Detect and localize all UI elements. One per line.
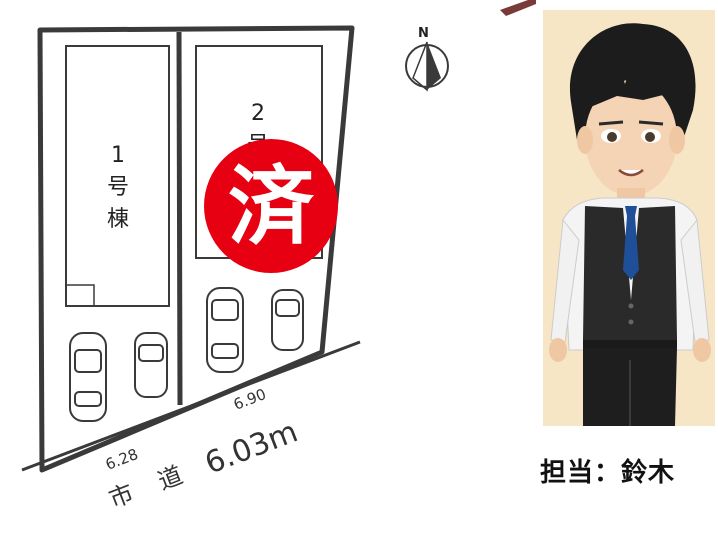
lot2-number: 2 xyxy=(251,101,265,126)
building-lot1-annex xyxy=(65,284,95,307)
car-icon xyxy=(69,332,107,422)
building-lot1 xyxy=(65,45,170,307)
staff-avatar xyxy=(549,23,711,426)
frontage-lot1: 6.28 xyxy=(103,445,141,474)
staff-avatar-panel xyxy=(543,10,715,426)
road-edge xyxy=(21,340,361,472)
lot1-number: 1 xyxy=(111,143,125,168)
staff-name-label: 担当：鈴木 xyxy=(540,458,676,488)
car-icon xyxy=(206,287,244,373)
road-char2: 道 xyxy=(154,461,186,496)
lot-divider xyxy=(176,31,183,406)
site-boundary xyxy=(37,25,355,473)
car-icon xyxy=(271,289,304,351)
road-width: 6.03m xyxy=(200,414,302,481)
lot1-suffix: 号 xyxy=(107,175,129,200)
lot1-suffix2: 棟 xyxy=(107,207,129,232)
sold-stamp-text: 済 xyxy=(228,157,315,257)
car-icon xyxy=(134,332,168,398)
decorative-corner xyxy=(500,0,536,16)
road-char1: 市 xyxy=(105,479,137,514)
sold-stamp: 済 xyxy=(204,139,338,273)
north-arrow-icon: N xyxy=(405,26,449,92)
north-label: N xyxy=(418,26,429,41)
